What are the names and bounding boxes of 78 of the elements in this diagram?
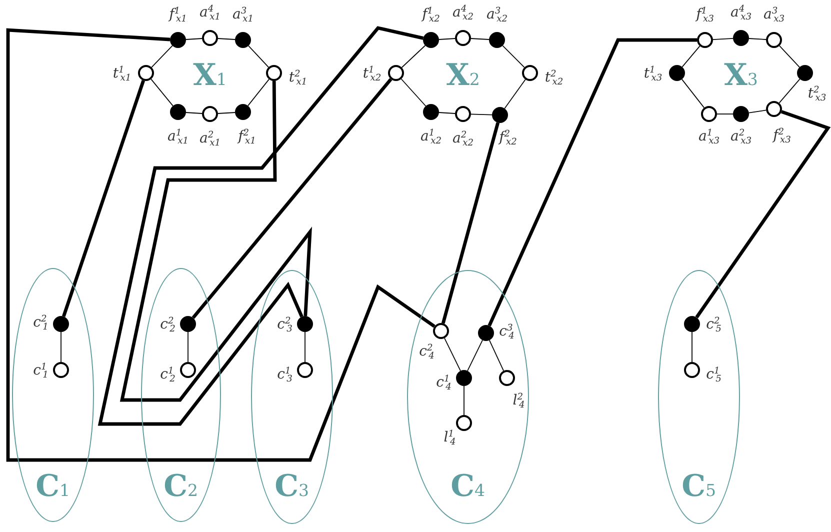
vertex	[296, 362, 313, 378]
edge-line	[748, 110, 767, 114]
vertex	[52, 362, 69, 378]
vertex	[492, 107, 508, 123]
edge-line	[151, 45, 173, 68]
edge-line	[778, 78, 800, 104]
edge-line	[304, 332, 306, 362]
vertex	[455, 30, 471, 46]
vertex	[423, 32, 439, 48]
vertex	[423, 104, 439, 120]
vertex	[456, 414, 472, 431]
clause-ellipse	[141, 268, 221, 522]
edge-line	[681, 78, 705, 108]
vertex	[733, 30, 749, 46]
edge-line	[779, 45, 800, 68]
connector-line	[488, 38, 697, 326]
edge-line	[186, 38, 202, 40]
edge-line	[150, 78, 174, 106]
edge-line	[248, 78, 270, 106]
connector-line	[695, 110, 831, 318]
edge-line	[218, 112, 236, 114]
edge-line	[218, 38, 236, 40]
edge-line	[488, 340, 504, 372]
vertex	[138, 65, 154, 81]
edge-line	[712, 38, 734, 40]
vertex	[684, 362, 700, 378]
vertex	[388, 65, 404, 81]
clause-ellipse	[12, 268, 94, 522]
clause-ellipse	[658, 270, 740, 524]
vertex	[733, 106, 749, 122]
edge-line	[470, 114, 492, 116]
vertex	[455, 106, 471, 122]
vertex	[498, 370, 515, 386]
connector-line	[98, 26, 424, 426]
vertex	[170, 104, 186, 120]
edge-line	[438, 112, 456, 114]
edge-line	[682, 46, 700, 68]
connector-line	[192, 78, 392, 319]
vertex	[235, 32, 251, 48]
clause-ellipse	[251, 270, 333, 524]
edge-line	[470, 38, 490, 40]
edge-line	[400, 78, 426, 106]
edge-line	[60, 332, 62, 362]
edge-line	[502, 45, 525, 68]
edge-line	[401, 45, 426, 68]
vertex	[522, 65, 538, 81]
vertex	[202, 106, 218, 122]
vertex	[235, 104, 251, 120]
vertex	[180, 362, 196, 378]
vertex	[701, 106, 717, 122]
vertex	[52, 316, 69, 332]
edge-line	[444, 338, 461, 372]
clause-ellipse	[407, 270, 529, 524]
vertex	[456, 370, 472, 386]
vertex	[766, 101, 782, 117]
edge-line	[438, 38, 456, 40]
vertex	[180, 316, 196, 332]
connector-line	[120, 80, 312, 402]
edge-line	[186, 112, 202, 114]
vertex	[296, 316, 313, 332]
vertex	[266, 65, 282, 81]
vertex	[697, 32, 713, 48]
vertex	[669, 65, 685, 81]
edge-line	[504, 79, 526, 109]
edge-line	[467, 340, 483, 372]
vertex	[478, 324, 494, 341]
vertex	[766, 32, 782, 48]
vertex	[170, 32, 186, 48]
connector-line	[441, 122, 500, 324]
connector-line	[62, 80, 146, 317]
vertex	[684, 316, 700, 332]
edge-line	[248, 45, 269, 68]
vertex	[489, 32, 505, 48]
vertex	[202, 30, 218, 46]
vertex	[797, 65, 813, 81]
edge-line	[748, 38, 766, 40]
connector-line	[6, 28, 436, 462]
vertex	[432, 322, 449, 339]
